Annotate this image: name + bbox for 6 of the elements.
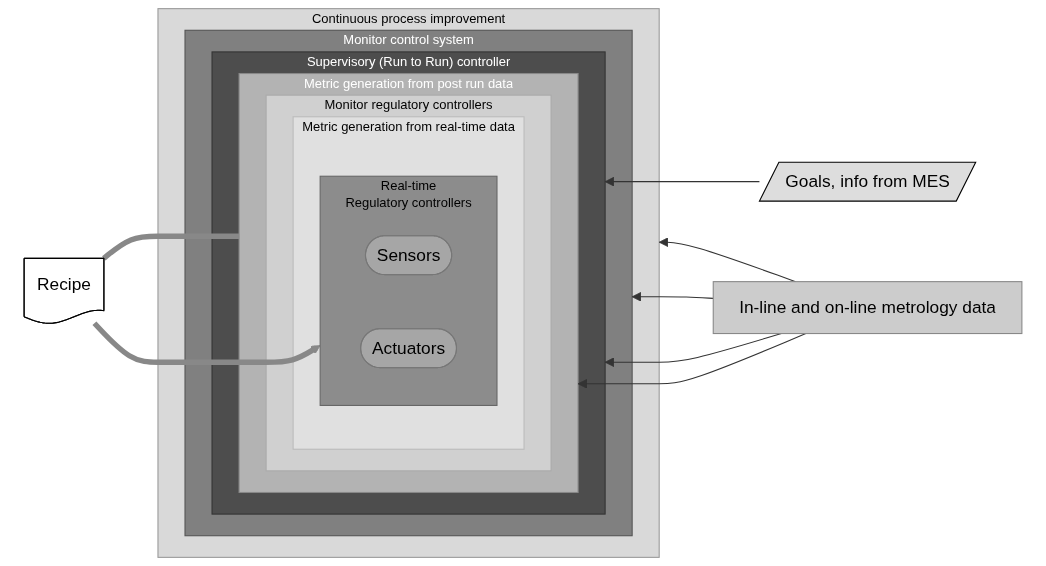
node-box: In-line and on-line metrology data [712,281,1023,335]
arrow [577,333,807,389]
arrow [92,321,321,365]
connector [102,233,240,261]
arrow [631,292,714,302]
arrow [604,176,760,187]
